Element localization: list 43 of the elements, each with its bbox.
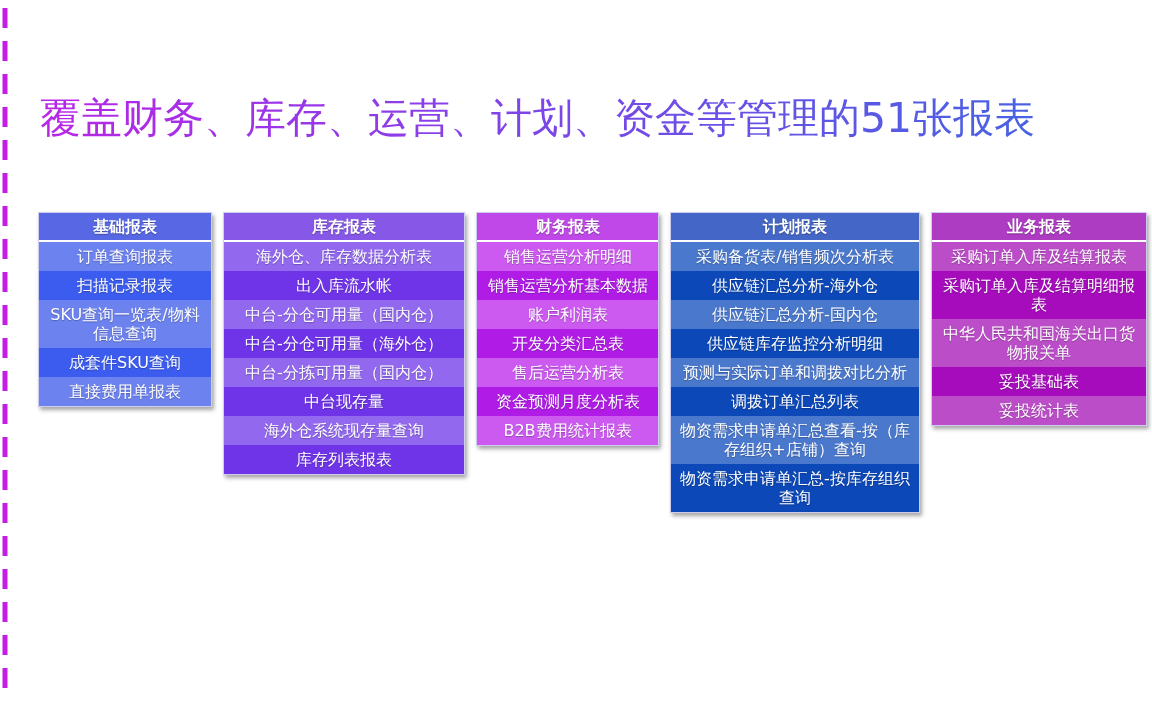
report-row: 售后运营分析表 [477,358,658,387]
report-row: B2B费用统计报表 [477,416,658,445]
report-row: SKU查询一览表/物料信息查询 [39,300,211,348]
report-row: 妥投基础表 [932,367,1146,396]
report-row: 中台现存量 [224,387,464,416]
report-row: 供应链库存监控分析明细 [671,329,919,358]
report-row: 供应链汇总分析-海外仓 [671,271,919,300]
report-row: 中台-分仓可用量（国内仓） [224,300,464,329]
report-panel [931,212,1147,426]
report-row: 预测与实际订单和调拨对比分析 [671,358,919,387]
report-panel [38,212,212,407]
report-row: 调拨订单汇总列表 [671,387,919,416]
report-row: 成套件SKU查询 [39,348,211,377]
report-row: 扫描记录报表 [39,271,211,300]
report-panel [223,212,465,475]
report-row: 海外仓系统现存量查询 [224,416,464,445]
report-row: 账户利润表 [477,300,658,329]
panel-header: 基础报表 [39,213,211,242]
panel-header: 库存报表 [224,213,464,242]
report-row: 中华人民共和国海关出口货物报关单 [932,319,1146,367]
report-row: 物资需求申请单汇总查看-按（库存组织+店铺）查询 [671,416,919,464]
report-row: 资金预测月度分析表 [477,387,658,416]
report-row: 销售运营分析明细 [477,242,658,271]
report-row: 开发分类汇总表 [477,329,658,358]
report-row: 采购订单入库及结算明细报表 [932,271,1146,319]
report-row: 妥投统计表 [932,396,1146,425]
report-row: 供应链汇总分析-国内仓 [671,300,919,329]
report-row: 海外仓、库存数据分析表 [224,242,464,271]
panel-header: 业务报表 [932,213,1146,242]
report-row: 采购备货表/销售频次分析表 [671,242,919,271]
report-row: 直接费用单报表 [39,377,211,406]
report-row: 销售运营分析基本数据 [477,271,658,300]
report-panel [476,212,659,446]
report-row: 中台-分拣可用量（国内仓） [224,358,464,387]
report-row: 库存列表报表 [224,445,464,474]
report-panel [670,212,920,513]
panel-header: 计划报表 [671,213,919,242]
report-row: 采购订单入库及结算报表 [932,242,1146,271]
panel-header: 财务报表 [477,213,658,242]
report-row: 物资需求申请单汇总-按库存组织查询 [671,464,919,512]
report-row: 订单查询报表 [39,242,211,271]
report-row: 出入库流水帐 [224,271,464,300]
report-row: 中台-分仓可用量（海外仓） [224,329,464,358]
